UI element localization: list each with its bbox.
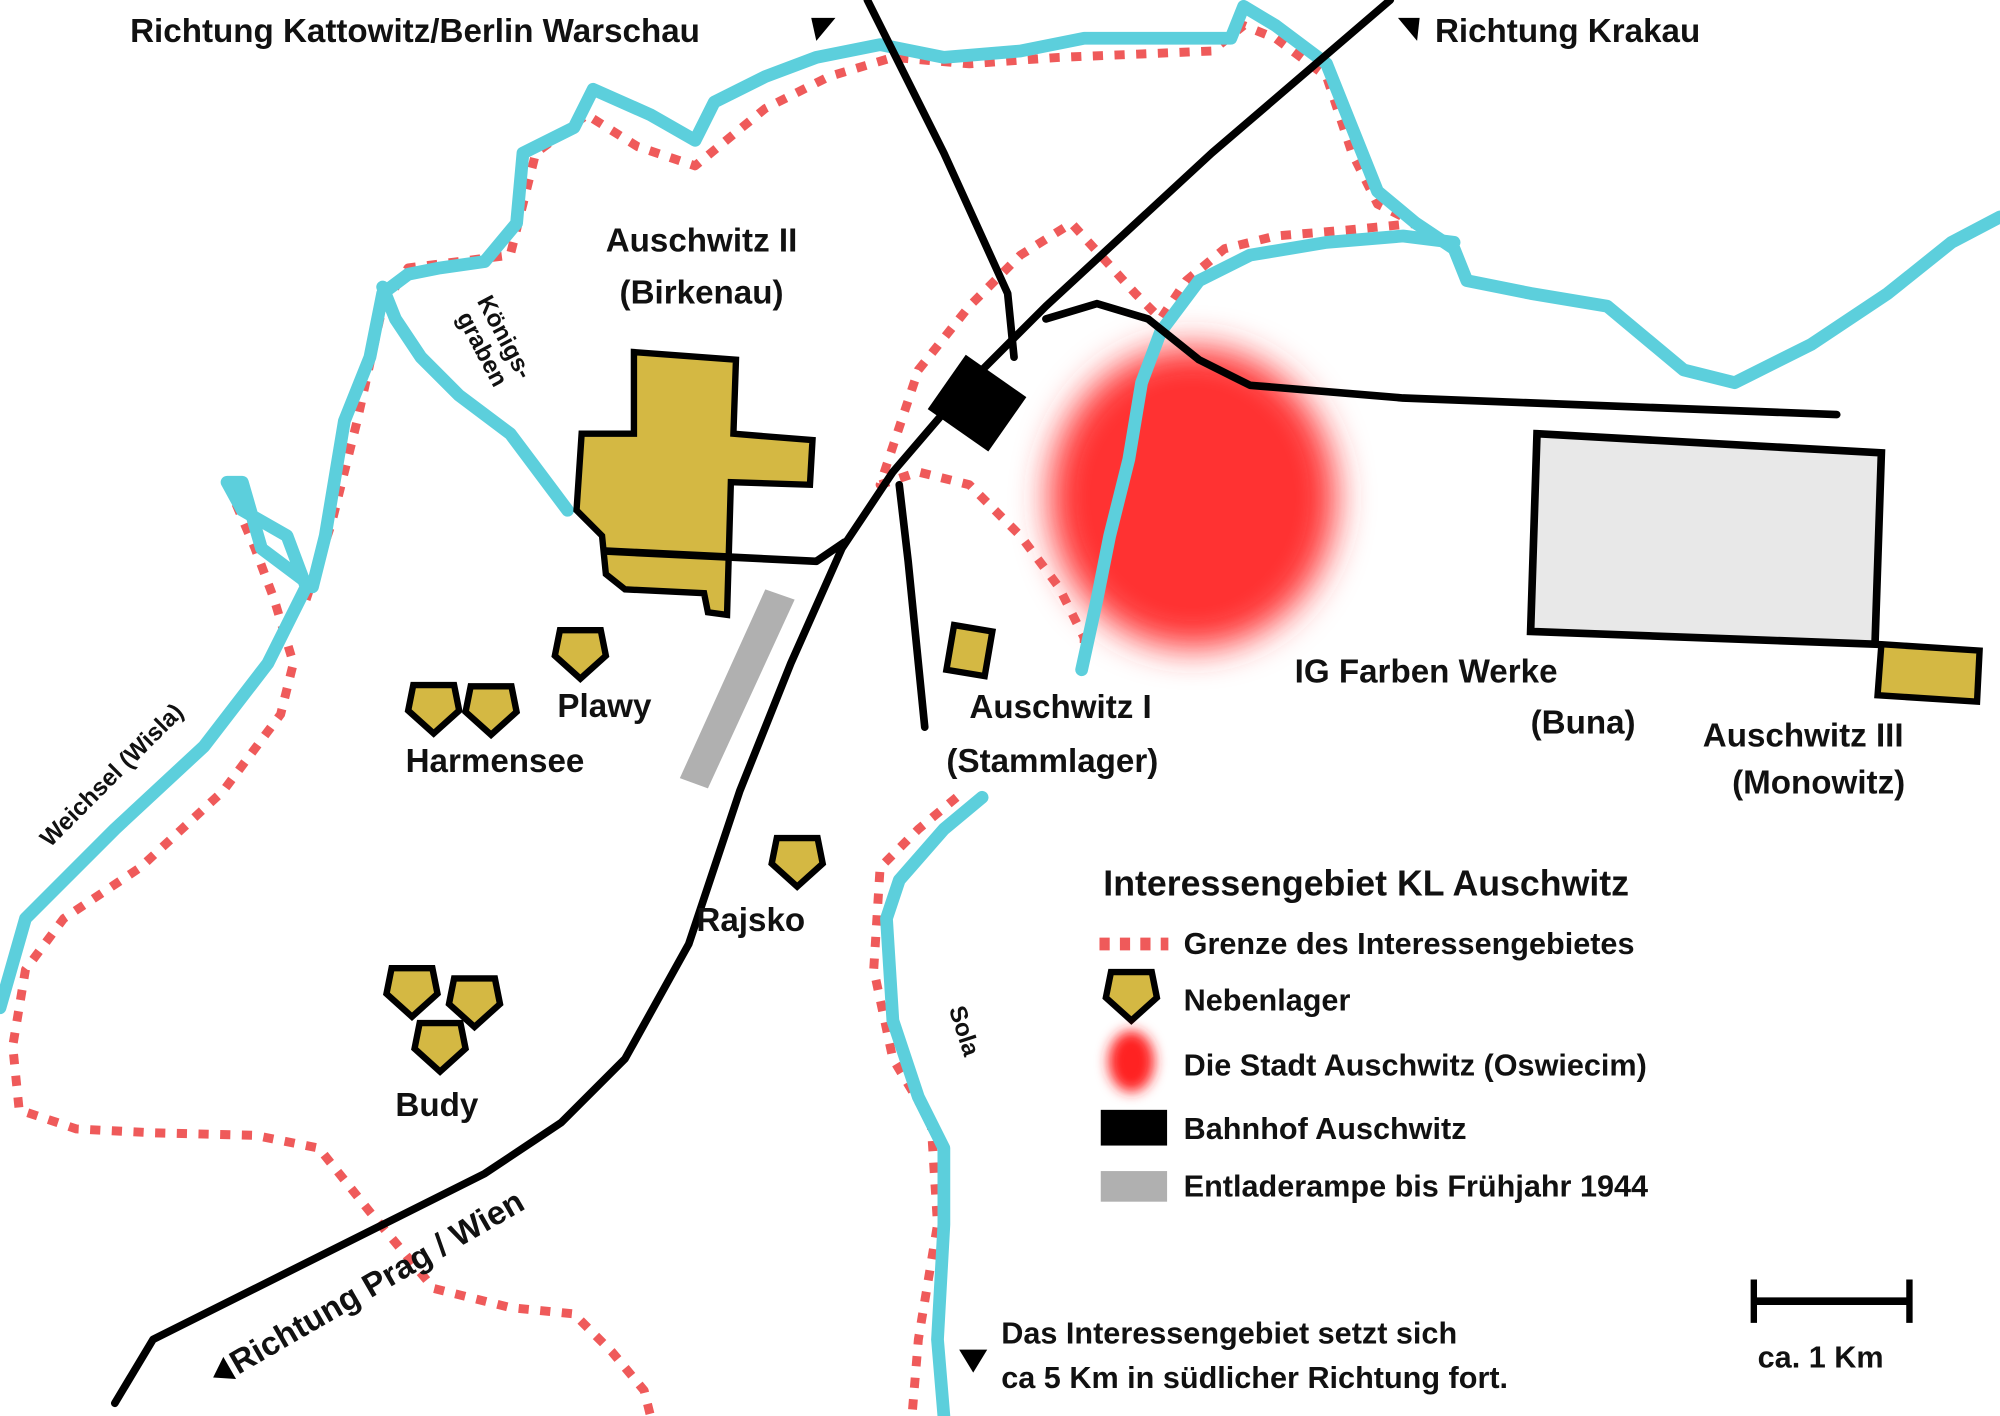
camp-monowitz — [1874, 640, 1983, 706]
buna-label: IG Farben Werke — [1295, 653, 1558, 690]
black-rect-icon — [1100, 1109, 1168, 1146]
plawy-label: Plawy — [557, 688, 652, 725]
river-sola-label: Sola — [943, 1002, 985, 1059]
monowitz-sublabel: (Monowitz) — [1732, 764, 1905, 801]
direction-arrow-icon — [1397, 17, 1420, 41]
budy-label: Budy — [395, 1087, 478, 1124]
direction-krakau-label: Richtung Krakau — [1435, 13, 1700, 50]
buna-sublabel: (Buna) — [1531, 705, 1636, 742]
scale-label: ca. 1 Km — [1758, 1341, 1884, 1375]
direction-arrow-icon — [811, 17, 836, 41]
legend: Interessengebiet KL Auschwitz Grenze des… — [1099, 864, 1648, 1204]
ig-farben-buna — [1526, 429, 1886, 649]
direction-kattowitz-label: Richtung Kattowitz/Berlin Warschau — [130, 13, 700, 50]
subcamp-pentagon-icon — [462, 683, 521, 740]
gray-rect-icon — [1100, 1171, 1168, 1202]
south-arrow-icon — [959, 1349, 988, 1373]
stammlager-label: Auschwitz I — [969, 689, 1151, 726]
red-blob-icon — [1108, 1030, 1155, 1092]
harmensee-label: Harmensee — [406, 743, 585, 780]
town-oswiecim-area — [1049, 346, 1336, 649]
birkenau-label: Auschwitz II — [606, 222, 798, 259]
subcamp-pentagon-icon — [551, 626, 610, 683]
subcamp-pentagon-icon — [411, 1019, 470, 1076]
stammlager-sublabel: (Stammlager) — [946, 743, 1158, 780]
river-koenigsgraben — [376, 280, 574, 517]
note-line-1: Das Interessengebiet setzt sich — [1001, 1316, 1457, 1350]
legend-item-label: Die Stadt Auschwitz (Oswiecim) — [1184, 1048, 1647, 1082]
rajsko-label: Rajsko — [696, 902, 805, 939]
monowitz-label: Auschwitz III — [1703, 717, 1904, 754]
subcamp-pentagon-icon — [382, 965, 441, 1022]
unloading-ramp — [679, 589, 795, 789]
railways — [110, 0, 1841, 1408]
scale-bar: ca. 1 Km — [1750, 1279, 1913, 1375]
direction-arrow-icon — [213, 1356, 237, 1379]
legend-title: Interessengebiet KL Auschwitz — [1103, 864, 1629, 904]
camp-stammlager — [942, 621, 997, 680]
legend-item-label: Bahnhof Auschwitz — [1184, 1112, 1467, 1146]
river-sola — [880, 790, 989, 1416]
birkenau-sublabel: (Birkenau) — [620, 275, 784, 312]
subcamps — [382, 626, 827, 1076]
legend-item-label: Grenze des Interessengebietes — [1184, 927, 1635, 961]
legend-item-label: Nebenlager — [1184, 983, 1351, 1017]
station-auschwitz — [927, 354, 1027, 452]
legend-item-label: Entladerampe bis Frühjahr 1944 — [1184, 1170, 1648, 1204]
note-line-2: ca 5 Km in südlicher Richtung fort. — [1001, 1361, 1508, 1395]
river-weichsel — [0, 0, 2000, 1015]
pentagon-icon — [1102, 968, 1161, 1025]
subcamp-pentagon-icon — [445, 975, 504, 1032]
subcamp-pentagon-icon — [768, 834, 827, 891]
legend-pentagon-icon — [1102, 968, 1161, 1025]
camp-birkenau — [573, 348, 816, 619]
subcamp-pentagon-icon — [404, 681, 463, 738]
